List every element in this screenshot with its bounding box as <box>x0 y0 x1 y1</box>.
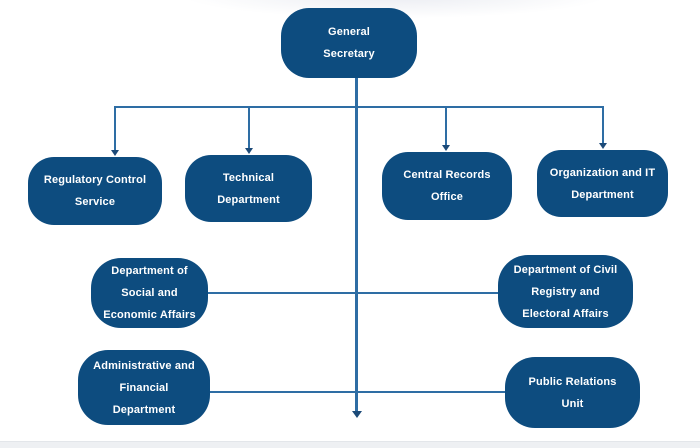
node-label-line: Secretary <box>323 48 375 60</box>
arrowhead-down-icon <box>245 148 253 154</box>
node-label-line: Financial <box>119 381 169 394</box>
connector-drop-organization-it <box>602 106 604 144</box>
org-node-central-records-office: Central Records Office <box>382 152 512 220</box>
connector-drop-regulatory <box>114 106 116 151</box>
org-node-general-secretary: General Secretary <box>281 8 417 78</box>
node-label-line: Office <box>430 191 464 203</box>
arrowhead-down-icon <box>111 150 119 156</box>
node-label-line: Public Relations <box>528 375 617 388</box>
node-label-line: Service <box>74 196 116 208</box>
node-label-line: Social and <box>121 287 178 299</box>
node-label-line: Economic Affairs <box>103 309 196 321</box>
connector-low-crosslink <box>210 391 505 393</box>
node-label-line: General <box>327 26 370 38</box>
node-label-line: Electoral Affairs <box>522 307 609 320</box>
org-node-technical-department: Technical Department <box>185 155 312 222</box>
bottom-section-strip <box>0 441 700 448</box>
arrowhead-down-icon <box>352 411 362 418</box>
org-node-administrative-financial-department: Administrative and Financial Department <box>78 350 210 425</box>
node-label-line: Department <box>571 188 634 201</box>
org-node-organization-it-department: Organization and IT Department <box>537 150 668 217</box>
node-label-line: Department of Civil <box>513 263 618 276</box>
connector-drop-central-records <box>445 106 447 146</box>
arrowhead-down-icon <box>599 143 607 149</box>
node-label-line: Technical <box>222 171 275 184</box>
node-label-line: Department <box>112 403 176 416</box>
node-label-line: Unit <box>561 397 584 410</box>
connector-top-rail <box>114 106 604 108</box>
node-label-line: Administrative and <box>93 359 195 372</box>
node-label-line: Organization and IT <box>549 166 656 179</box>
connector-central-spine <box>355 78 358 412</box>
node-label-line: Department of <box>111 265 188 277</box>
org-node-regulatory-control-service: Regulatory Control Service <box>28 157 162 225</box>
connector-drop-technical <box>248 106 250 149</box>
org-node-public-relations-unit: Public Relations Unit <box>505 357 640 428</box>
node-label-line: Central Records <box>403 169 491 181</box>
connector-mid-crosslink <box>208 292 498 294</box>
org-node-civil-registry-electoral-affairs: Department of Civil Registry and Elector… <box>498 255 633 328</box>
org-node-social-economic-affairs: Department of Social and Economic Affair… <box>91 258 208 328</box>
node-label-line: Regulatory Control <box>43 174 147 186</box>
node-label-line: Department <box>217 193 280 206</box>
node-label-line: Registry and <box>531 285 600 298</box>
arrowhead-down-icon <box>442 145 450 151</box>
